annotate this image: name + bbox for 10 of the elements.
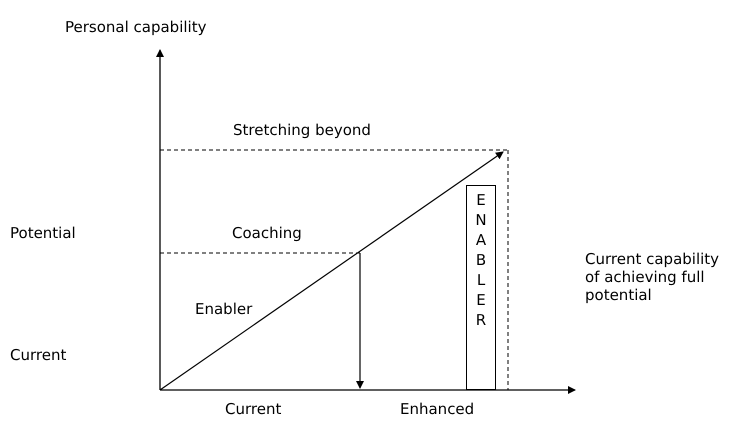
axis-label: Potential (10, 224, 76, 242)
axis-label: Enabler (195, 300, 252, 318)
axis-label: Enhanced (400, 400, 474, 418)
axis-label: Coaching (232, 224, 302, 242)
axis-label: Personal capability (65, 18, 206, 36)
axis-label: Current capability of achieving full potential (585, 250, 720, 304)
axis-label: Stretching beyond (233, 121, 371, 139)
axis-label: Current (10, 346, 66, 364)
enabler-box: ENABLER (466, 185, 496, 390)
axis-label: Current (225, 400, 282, 418)
